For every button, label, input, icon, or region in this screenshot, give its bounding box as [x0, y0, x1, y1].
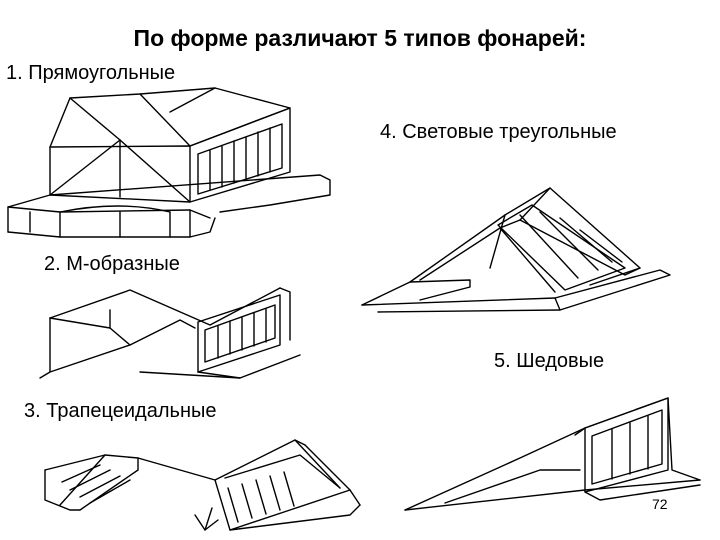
trapezoidal-lantern-icon [44, 439, 361, 531]
triangular-lantern-icon [361, 187, 671, 313]
type-label-triangular: 4. Световые треугольные [380, 121, 617, 143]
sawtooth-lantern-icon [404, 397, 701, 511]
m-shaped-lantern-icon [39, 287, 301, 379]
page-number: 72 [652, 496, 668, 512]
type-label-m-shaped: 2. М-образные [44, 253, 180, 275]
type-label-trapezoidal: 3. Трапецеидальные [24, 400, 217, 422]
type-label-rectangular: 1. Прямоугольные [6, 62, 176, 84]
type-label-sawtooth: 5. Шедовые [494, 350, 605, 372]
rectangular-lantern-icon [7, 87, 331, 238]
page-title: По форме различают 5 типов фонарей: [133, 25, 587, 51]
